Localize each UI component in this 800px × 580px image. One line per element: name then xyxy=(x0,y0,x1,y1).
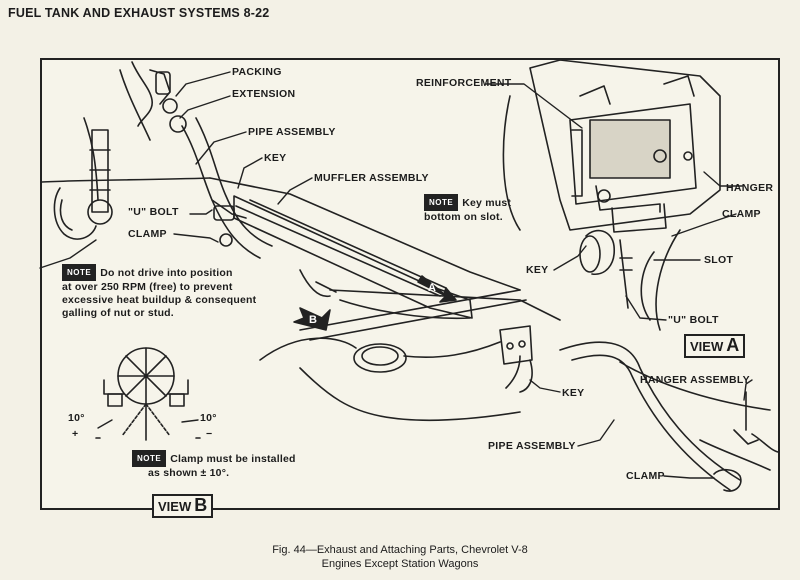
caption-line-1: Fig. 44—Exhaust and Attaching Parts, Che… xyxy=(272,544,528,556)
hanger-label: HANGER xyxy=(726,182,774,194)
u-bolt-view-a-label: "U" BOLT xyxy=(668,314,719,326)
leader-lines xyxy=(39,71,753,479)
plus-sign-label: + xyxy=(72,428,79,440)
key-view-a-label: KEY xyxy=(526,264,549,276)
rpm-note-line-3: excessive heat buildup & consequent xyxy=(62,294,257,306)
arrow-a-letter: A xyxy=(428,282,436,294)
rpm-note-line-4: galling of nut or stud. xyxy=(62,307,174,319)
manifold-drawing xyxy=(119,61,187,141)
view-b-clamp-drawing xyxy=(103,347,189,441)
view-b-letter: B xyxy=(194,495,208,515)
degree-right-label: 10° xyxy=(200,412,217,424)
muffler-assembly-label: MUFFLER ASSEMBLY xyxy=(314,172,429,184)
caption-line-2: Engines Except Station Wagons xyxy=(321,558,479,570)
pipe-assembly-bottom-label: PIPE ASSEMBLY xyxy=(488,440,576,452)
tailpipe-drawing xyxy=(559,341,779,492)
view-a-letter: A xyxy=(726,335,740,355)
hanger-assembly-label: HANGER ASSEMBLY xyxy=(640,374,750,386)
key-bottom-label: KEY xyxy=(562,387,585,399)
clamp-view-a-label: CLAMP xyxy=(722,208,761,220)
figure-caption: Fig. 44—Exhaust and Attaching Parts, Che… xyxy=(0,543,800,571)
note-badge: NOTE xyxy=(132,450,167,467)
arrow-b-drawing xyxy=(293,307,331,331)
key-label: KEY xyxy=(264,152,287,164)
slot-label: SLOT xyxy=(704,254,734,266)
pipe-assembly-label: PIPE ASSEMBLY xyxy=(248,126,336,138)
packing-label: PACKING xyxy=(232,66,282,78)
minus-sign-label: − xyxy=(206,428,213,440)
reinforcement-label: REINFORCEMENT xyxy=(416,77,512,89)
arrow-b-letter: B xyxy=(309,314,317,326)
u-bolt-label: "U" BOLT xyxy=(128,206,179,218)
view-b-word: VIEW xyxy=(158,499,192,514)
rear-axle-drawing xyxy=(259,289,561,422)
page-header: FUEL TANK AND EXHAUST SYSTEMS 8-22 xyxy=(8,6,270,20)
front-suspension-drawing xyxy=(41,117,211,240)
key-note-line-1: Key must xyxy=(462,197,512,209)
degree-left-label: 10° xyxy=(68,412,85,424)
rpm-note-line-2: at over 250 RPM (free) to prevent xyxy=(62,281,233,293)
clamp-note-line-1: Clamp must be installed xyxy=(170,453,296,465)
note-badge: NOTE xyxy=(62,264,97,281)
exhaust-pipe-drawing xyxy=(181,117,273,259)
view-a-inset-drawing xyxy=(502,59,721,331)
note-badge: NOTE xyxy=(424,194,459,211)
view-a-word: VIEW xyxy=(690,339,724,354)
rpm-note-line-1: Do not drive into position xyxy=(100,267,233,279)
clamp-note-line-2: as shown ± 10°. xyxy=(148,467,230,479)
extension-label: EXTENSION xyxy=(232,88,296,100)
key-note-line-2: bottom on slot. xyxy=(424,211,503,223)
clamp-label: CLAMP xyxy=(128,228,167,240)
arrow-a-drawing xyxy=(417,275,457,303)
clamp-bottom-label: CLAMP xyxy=(626,470,665,482)
